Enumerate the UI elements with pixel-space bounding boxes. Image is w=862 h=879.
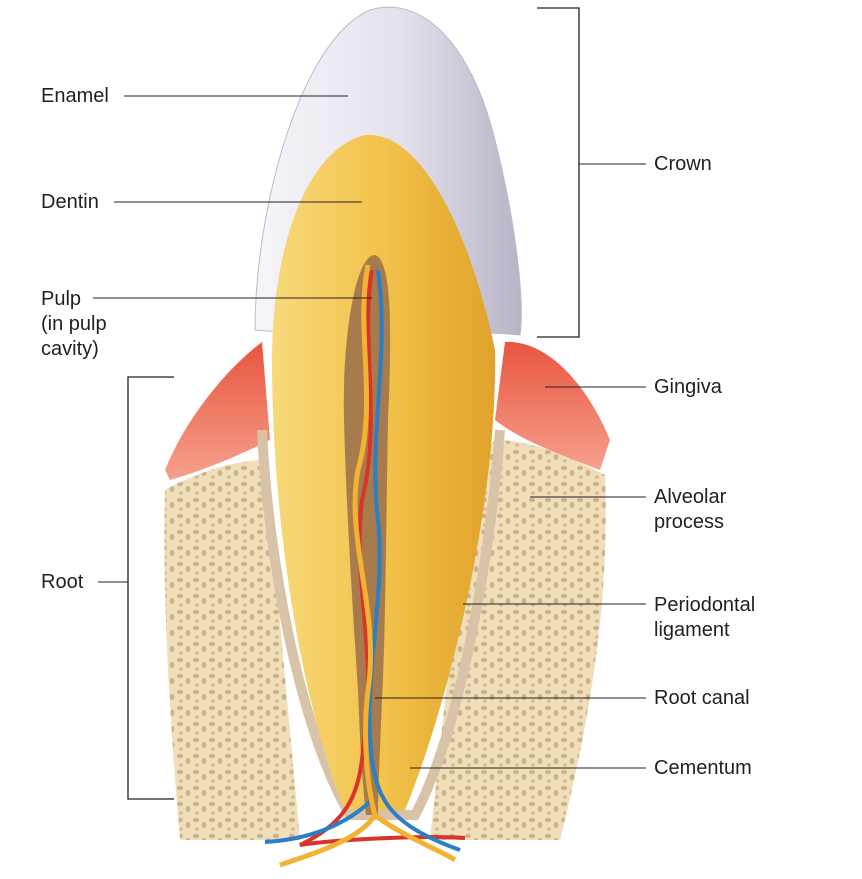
dentin-label: Dentin — [41, 191, 99, 213]
crown-label: Crown — [654, 153, 712, 175]
periodontal-ligament-label: Periodontal ligament — [654, 593, 755, 643]
pulp-label-line-1: Pulp — [41, 288, 82, 310]
pulp-label-line-3: cavity) — [41, 338, 99, 360]
root-canal-label: Root canal — [654, 687, 750, 709]
alveolar-label-line-2: process — [654, 511, 725, 533]
vein-vessel — [264, 269, 461, 852]
gingiva-left — [165, 342, 270, 480]
pulp-label: Pulp (in pulp cavity) — [41, 287, 107, 362]
root-label: Root — [41, 571, 84, 593]
crown-bracket — [537, 7, 580, 338]
alveolar-process-label: Alveolar process — [654, 485, 726, 535]
gingiva-right — [495, 341, 610, 470]
alveolar-label-line-1: Alveolar — [654, 486, 727, 508]
pulp-label-line-2: (in pulp — [41, 313, 107, 335]
nerve-fiber — [279, 264, 457, 868]
periodontal-label-line-1: Periodontal — [654, 594, 756, 616]
root-bracket — [127, 376, 174, 800]
gingiva-label: Gingiva — [654, 376, 722, 398]
cementum-label: Cementum — [654, 757, 752, 779]
alveolar-bone-left — [164, 460, 300, 840]
periodontal-label-line-2: ligament — [654, 619, 730, 641]
leader-lines — [93, 95, 646, 769]
enamel-label: Enamel — [41, 85, 109, 107]
